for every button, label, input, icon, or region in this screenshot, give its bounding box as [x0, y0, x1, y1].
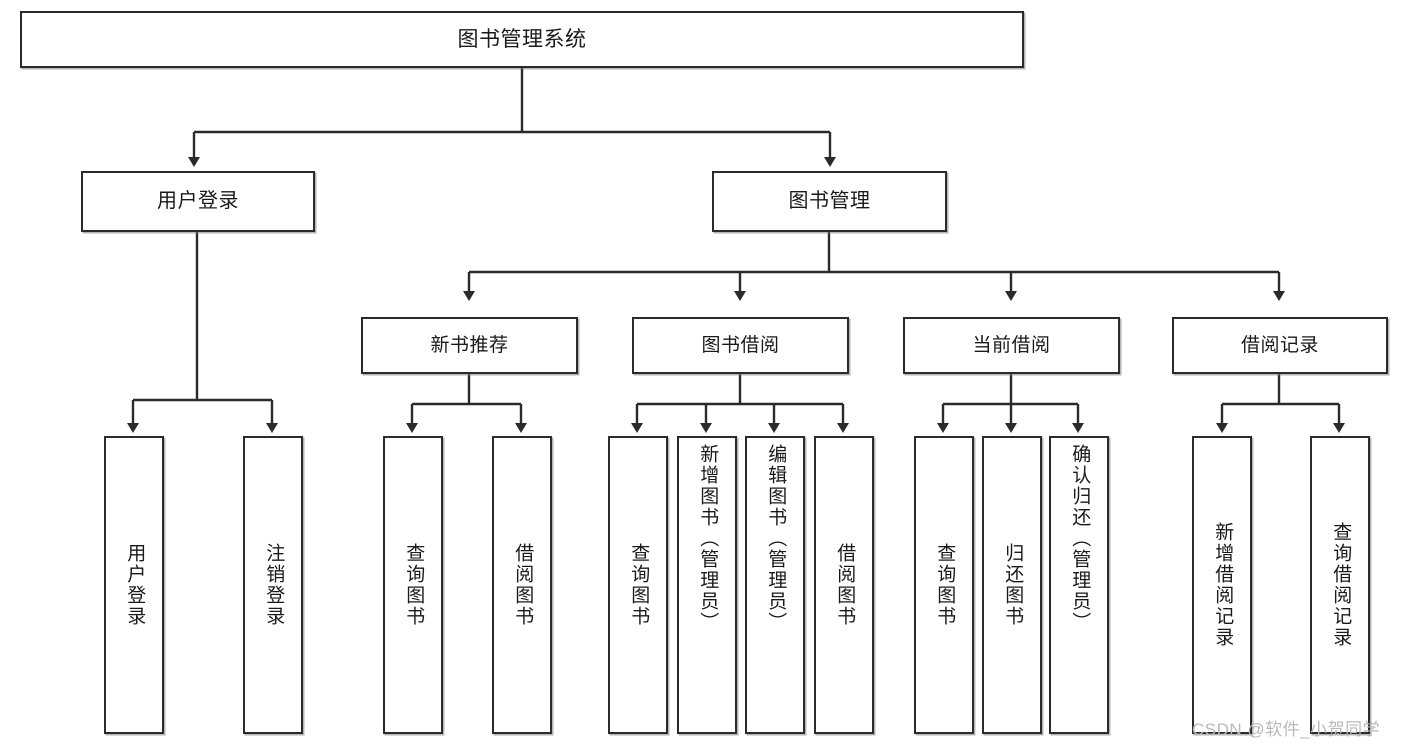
- leaf-edit-book[interactable]: 编辑图书（管理员）: [745, 436, 805, 734]
- leaf-return-book-label: 归还图书: [1002, 543, 1024, 627]
- leaf-confirm-return[interactable]: 确认归还（管理员）: [1049, 436, 1109, 734]
- leaf-borrow-book-1-label: 借阅图书: [512, 543, 534, 627]
- node-book-management-label: 图书管理: [788, 190, 871, 213]
- node-borrow-record[interactable]: 借阅记录: [1172, 317, 1388, 374]
- node-new-book-recommend[interactable]: 新书推荐: [361, 317, 578, 374]
- leaf-query-record[interactable]: 查询借阅记录: [1310, 436, 1370, 734]
- leaf-add-record[interactable]: 新增借阅记录: [1192, 436, 1252, 734]
- node-book-borrow[interactable]: 图书借阅: [632, 317, 849, 374]
- node-user-login-label: 用户登录: [157, 190, 239, 213]
- leaf-confirm-return-label: 确认归还（管理员）: [1069, 444, 1091, 633]
- leaf-borrow-book-1[interactable]: 借阅图书: [492, 436, 552, 734]
- leaf-query-book-2[interactable]: 查询图书: [608, 436, 668, 734]
- node-root[interactable]: 图书管理系统: [20, 11, 1024, 68]
- csdn-watermark: CSDN @软件_小贺同学: [1192, 720, 1381, 739]
- leaf-query-record-label: 查询借阅记录: [1330, 522, 1352, 648]
- node-book-management[interactable]: 图书管理: [712, 171, 947, 232]
- node-new-book-recommend-label: 新书推荐: [430, 334, 509, 356]
- leaf-query-book-1[interactable]: 查询图书: [383, 436, 443, 734]
- leaf-add-book-label: 新增图书（管理员）: [697, 444, 719, 633]
- leaf-edit-book-label: 编辑图书（管理员）: [765, 444, 787, 633]
- node-current-borrow-label: 当前借阅: [972, 334, 1051, 356]
- leaf-add-record-label: 新增借阅记录: [1212, 522, 1234, 648]
- node-user-login[interactable]: 用户登录: [81, 171, 315, 232]
- leaf-borrow-book-2-label: 借阅图书: [834, 543, 856, 627]
- leaf-return-book[interactable]: 归还图书: [982, 436, 1042, 734]
- leaf-logout[interactable]: 注销登录: [243, 436, 303, 734]
- leaf-query-book-3-label: 查询图书: [934, 543, 956, 627]
- node-root-label: 图书管理系统: [457, 27, 587, 51]
- leaf-query-book-2-label: 查询图书: [628, 543, 650, 627]
- node-current-borrow[interactable]: 当前借阅: [903, 317, 1120, 374]
- leaf-query-book-1-label: 查询图书: [403, 543, 425, 627]
- node-borrow-record-label: 借阅记录: [1240, 334, 1319, 356]
- leaf-user-login[interactable]: 用户登录: [104, 436, 164, 734]
- leaf-borrow-book-2[interactable]: 借阅图书: [814, 436, 874, 734]
- node-book-borrow-label: 图书借阅: [701, 334, 780, 356]
- leaf-logout-label: 注销登录: [263, 543, 285, 627]
- leaf-user-login-label: 用户登录: [124, 543, 146, 627]
- leaf-add-book[interactable]: 新增图书（管理员）: [677, 436, 737, 734]
- leaf-query-book-3[interactable]: 查询图书: [914, 436, 974, 734]
